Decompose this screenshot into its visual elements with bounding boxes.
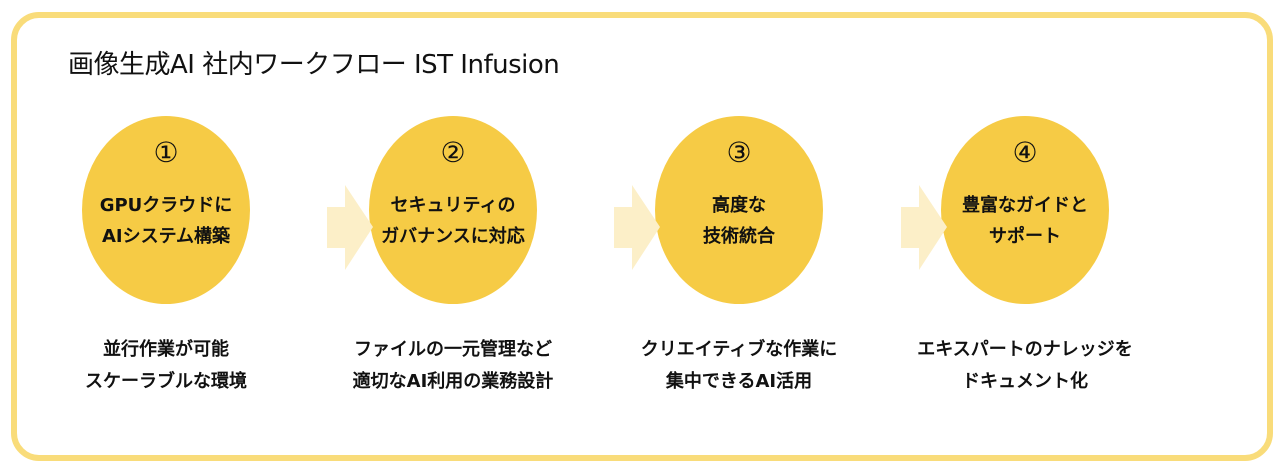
step-4-caption: エキスパートのナレッジをドキュメント化 — [885, 334, 1165, 398]
caption-line: 適切なAI利用の業務設計 — [352, 371, 554, 392]
step-2-caption: ファイルの一元管理など適切なAI利用の業務設計 — [313, 334, 593, 398]
step-3-circle: ③ 高度な技術統合 — [655, 116, 823, 304]
caption-line: 並行作業が可能 — [103, 339, 229, 360]
diagram-title: 画像生成AI 社内ワークフロー IST Infusion — [68, 50, 560, 80]
step-label-line: セキュリティの — [390, 195, 516, 216]
step-label-line: 技術統合 — [703, 226, 775, 247]
arrow-right-icon — [901, 185, 947, 270]
step-number: ④ — [1012, 136, 1038, 169]
step-2-circle: ② セキュリティのガバナンスに対応 — [369, 116, 537, 304]
caption-line: ドキュメント化 — [962, 371, 1088, 392]
step-3-caption: クリエイティブな作業に集中できるAI活用 — [599, 334, 879, 398]
caption-line: エキスパートのナレッジを — [917, 339, 1133, 360]
step-label-line: ガバナンスに対応 — [381, 226, 525, 247]
step-label-line: GPUクラウドに — [99, 195, 233, 216]
step-label-line: 豊富なガイドと — [962, 195, 1088, 216]
caption-line: スケーラブルな環境 — [85, 371, 247, 392]
step-label-line: サポート — [989, 226, 1061, 247]
step-number: ③ — [726, 136, 752, 169]
step-number: ② — [440, 136, 466, 169]
step-4-circle: ④ 豊富なガイドとサポート — [941, 116, 1109, 304]
step-1-circle: ① GPUクラウドに AIシステム構築 — [82, 116, 250, 304]
arrow-right-icon — [327, 185, 373, 270]
step-label-line: AIシステム構築 — [101, 226, 231, 247]
caption-line: 集中できるAI活用 — [665, 371, 813, 392]
step-1-caption: 並行作業が可能スケーラブルな環境 — [26, 334, 306, 398]
caption-line: クリエイティブな作業に — [640, 339, 838, 360]
caption-line: ファイルの一元管理など — [354, 339, 552, 360]
step-number: ① — [153, 136, 179, 169]
step-label-line: 高度な — [712, 195, 766, 216]
arrow-right-icon — [614, 185, 660, 270]
diagram-frame — [11, 12, 1273, 461]
